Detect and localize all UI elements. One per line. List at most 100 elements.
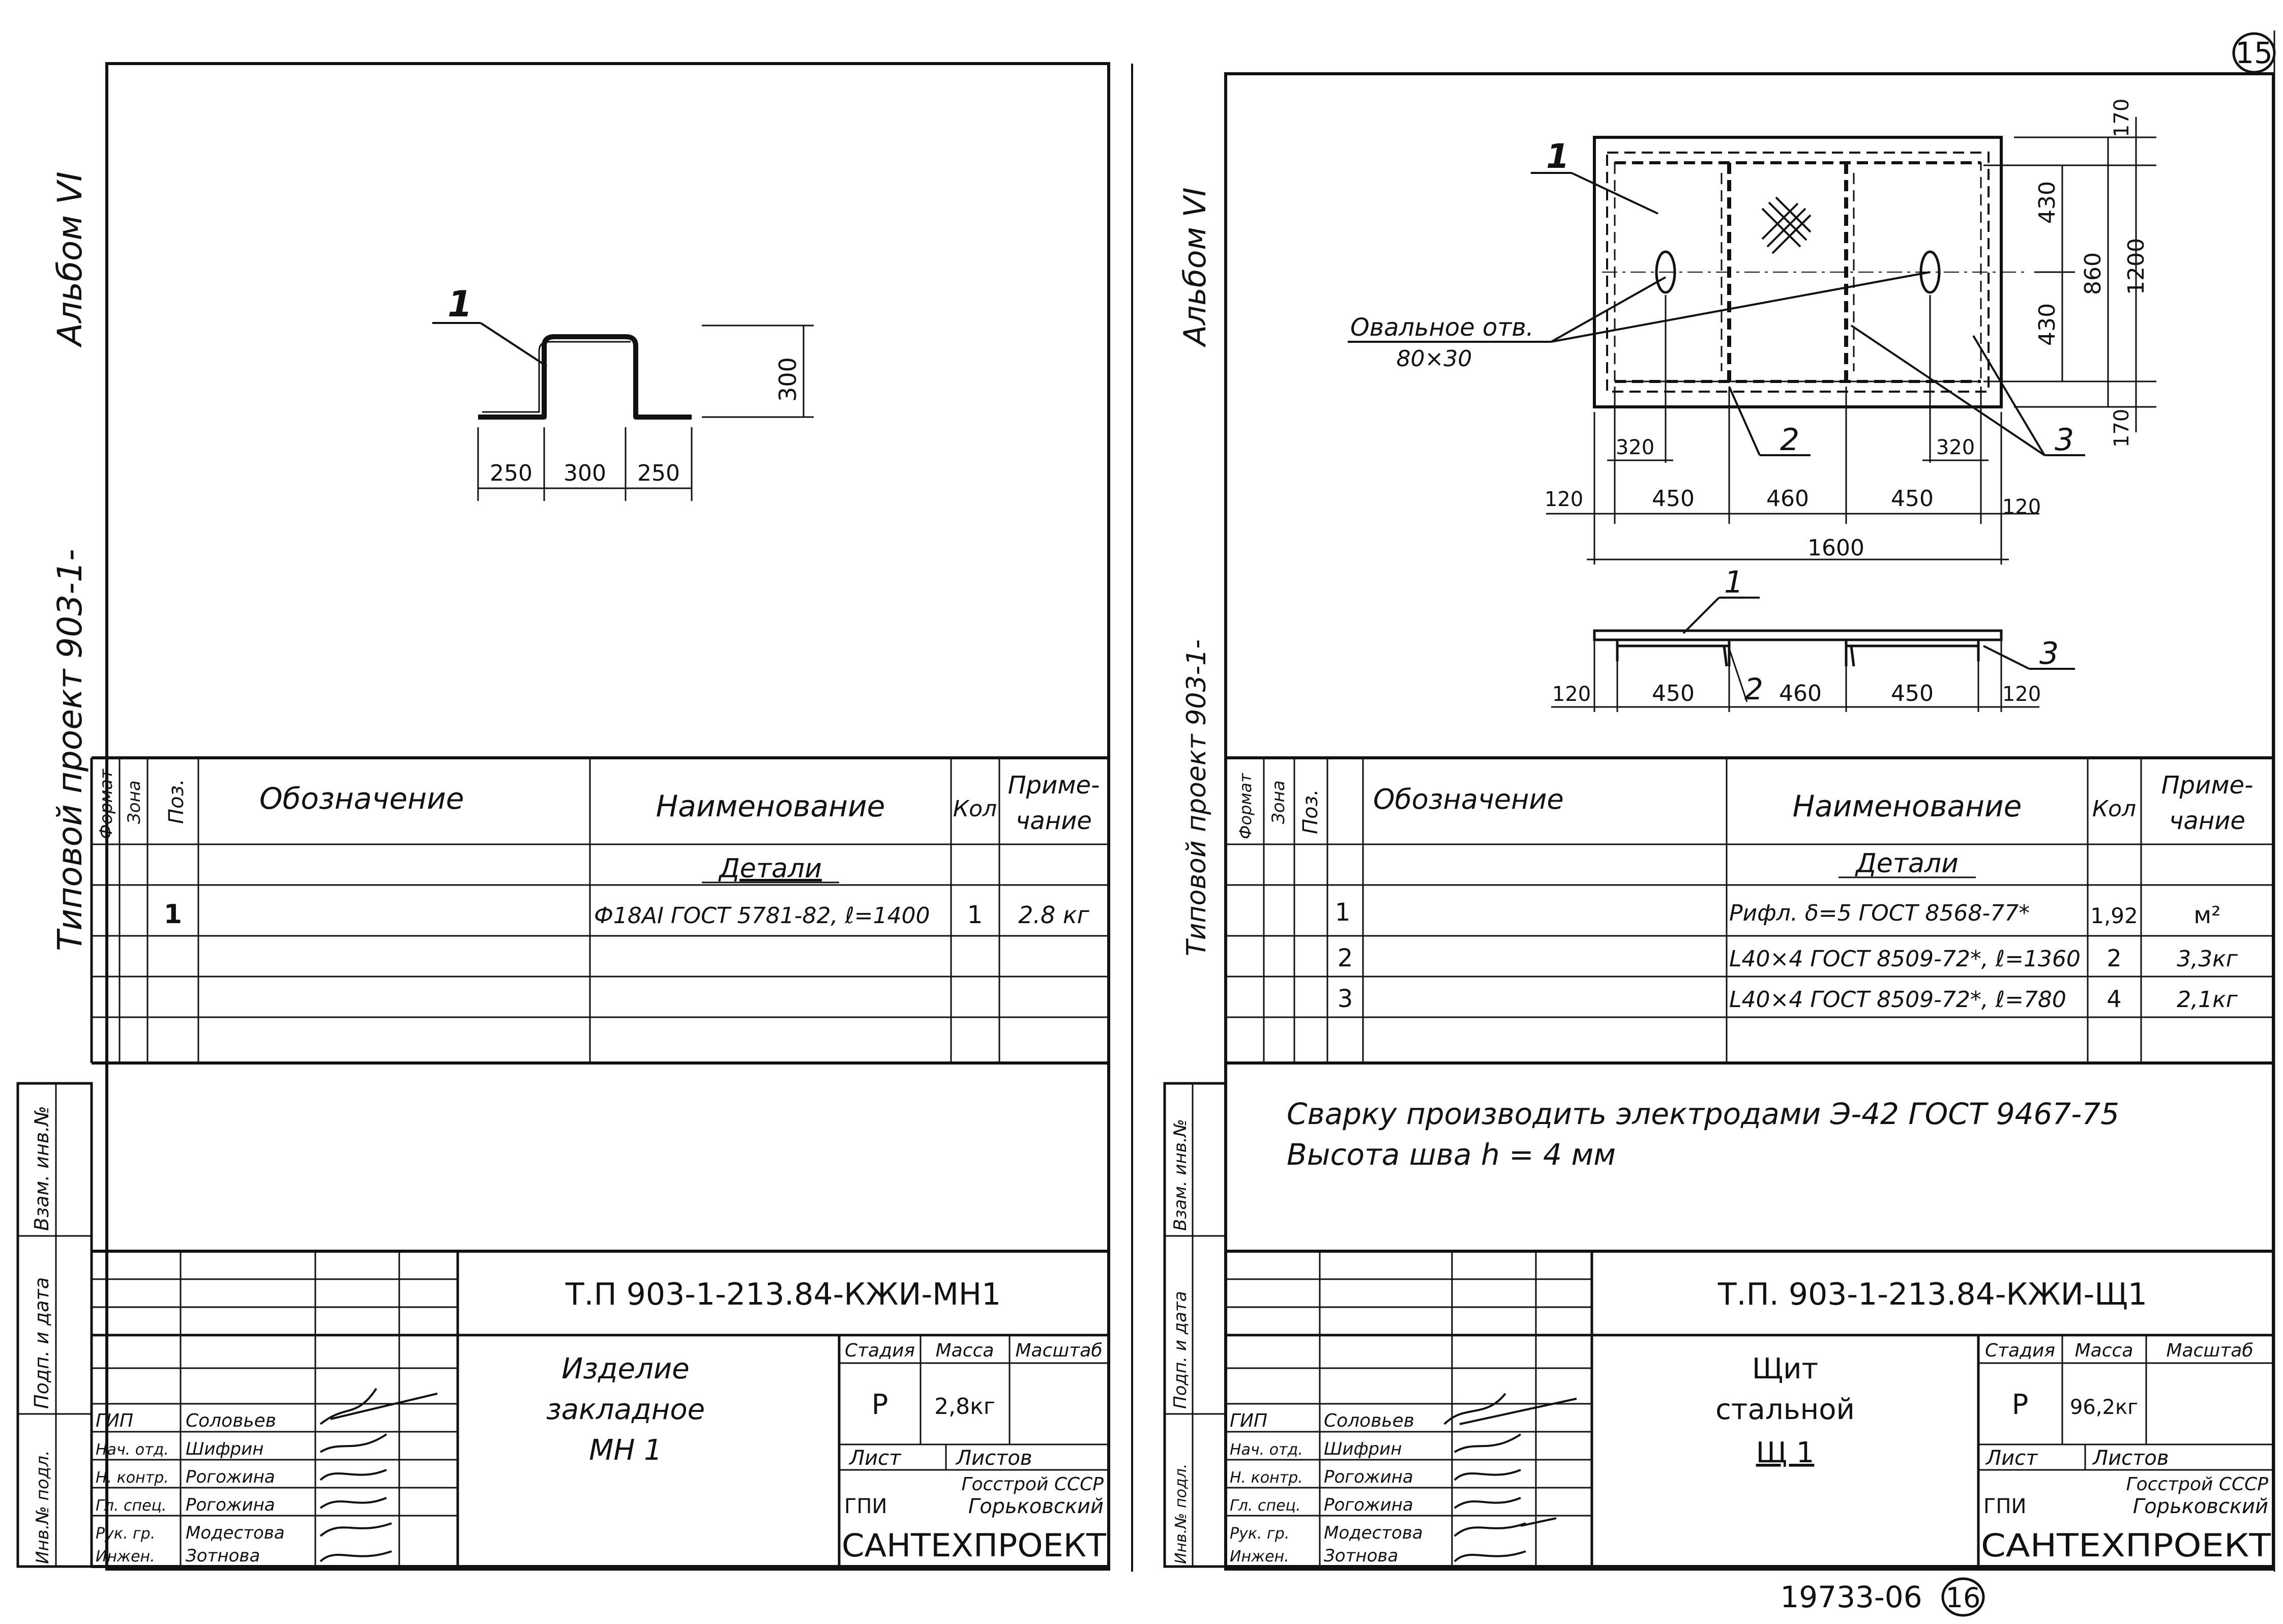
left-row1-note: 2.8 кг [1018, 901, 1090, 929]
right-name-5: Зотнова [1324, 1546, 1398, 1566]
right-sheet: Альбом VI Типовой проект 903-1- [1163, 72, 2275, 1617]
right-section-details: Детали [1855, 848, 1959, 879]
table-row: 3 L40×4 ГОСТ 8509-72*, ℓ=780 4 2,1кг [1338, 985, 2238, 1013]
sheet-number-top: 15 [2232, 32, 2276, 74]
left-role-2: Н. контр. [96, 1469, 169, 1487]
left-hdr-qty: Кол [953, 796, 997, 822]
left-album-label: Альбом VI [50, 171, 90, 348]
left-scale-label: Масштаб [1015, 1340, 1102, 1361]
right-dim-460: 460 [1766, 486, 1809, 512]
right-sec-leader-2: 2 [1744, 672, 1763, 706]
shield-hidden-frame [1606, 152, 1990, 393]
right-dim-860: 860 [2080, 252, 2106, 295]
right-name-1: Шифрин [1324, 1439, 1402, 1459]
right-stage-label: Стадия [1985, 1340, 2055, 1361]
right-leader-3: 3 [2055, 422, 2074, 458]
left-spec-table: Формат Зона Поз. Обозначение Наименовани… [90, 756, 1109, 1065]
right-dim-430-top: 430 [2034, 181, 2060, 224]
table-row: 1 Ф18АI ГОСТ 5781-82, ℓ=1400 1 2.8 кг [164, 899, 1090, 930]
right-signatures [1443, 1393, 1577, 1562]
right-sec-leader-3: 3 [2039, 636, 2059, 671]
left-row1-pos: 1 [164, 899, 182, 930]
left-row1-name: Ф18АI ГОСТ 5781-82, ℓ=1400 [594, 903, 930, 929]
left-stamp-vzam: Взам. инв.№ [31, 1106, 53, 1231]
right-sec-450-l: 450 [1652, 681, 1695, 706]
right-stamp-vzam: Взам. инв.№ [1170, 1119, 1191, 1231]
sheet-number-bottom: 16 [1941, 1577, 1985, 1617]
left-project-label: Типовой проект 903-1- [50, 549, 90, 951]
left-name-5: Зотнова [186, 1546, 260, 1566]
left-stage-label: Стадия [845, 1340, 915, 1361]
right-role-3: Гл. спец. [1230, 1497, 1300, 1515]
sheet-number-bottom-text: 16 [1946, 1582, 1981, 1614]
right-hdr-name: Наименование [1793, 789, 2022, 823]
left-title-block: Т.П 903-1-213.84-КЖИ-МН1 Изделие закладн… [92, 1250, 1109, 1568]
left-stamp-inv: Инв.№ подл. [33, 1450, 53, 1564]
right-hdr-designation: Обозначение [1373, 783, 1564, 815]
left-leader-line [480, 322, 548, 367]
right-org-1: Госстрой СССР [2126, 1474, 2269, 1495]
right-dim-1600: 1600 [1807, 535, 1864, 561]
left-doc-code: Т.П 903-1-213.84-КЖИ-МН1 [565, 1277, 1001, 1312]
left-mass: 2,8кг [934, 1394, 995, 1420]
left-org-1: Госстрой СССР [962, 1474, 1104, 1495]
section-plate [1593, 629, 2003, 641]
right-row3-pos: 3 [1338, 985, 1353, 1013]
left-hdr-note1: Приме- [1008, 771, 1100, 800]
right-row2-name: L40×4 ГОСТ 8509-72*, ℓ=1360 [1729, 946, 2081, 972]
right-stamp-inv: Инв.№ подл. [1172, 1464, 1190, 1564]
table-row: 2 L40×4 ГОСТ 8509-72*, ℓ=1360 2 3,3кг [1338, 944, 2238, 972]
left-role-3: Гл. спец. [96, 1497, 166, 1515]
right-item-name-2: стальной [1715, 1393, 1855, 1426]
left-hdr-zone: Зона [124, 780, 144, 824]
right-note-welding: Сварку производить электродами Э-42 ГОСТ… [1287, 1097, 2119, 1131]
right-item-name-3: Щ 1 [1756, 1436, 1815, 1469]
right-role-5: Инжен. [1230, 1548, 1289, 1566]
right-name-3: Рогожина [1324, 1495, 1413, 1515]
right-item-name-1: Щит [1752, 1352, 1818, 1385]
right-hdr-note2: чание [2169, 807, 2245, 835]
right-row1-note: м² [2193, 901, 2220, 929]
right-project-label: Типовой проект 903-1- [1181, 639, 1212, 956]
left-sheet: Альбом VI Типовой проект 903-1- 1 300 25… [16, 62, 1110, 1571]
right-stage: Р [2012, 1389, 2029, 1421]
right-sec-120-r: 120 [2002, 683, 2041, 706]
left-mass-label: Масса [936, 1340, 994, 1361]
left-sheets-label: Листов [955, 1446, 1032, 1470]
right-dim-120-l: 120 [1545, 488, 1583, 511]
left-stage: Р [872, 1389, 888, 1421]
right-frame [1224, 72, 2275, 1571]
left-side-stamp: Взам. инв.№ Подп. и дата Инв.№ подл. [16, 1082, 93, 1568]
left-sheet-label: Лист [848, 1446, 902, 1470]
right-sec-460: 460 [1779, 681, 1822, 706]
right-dim-450-l: 450 [1652, 486, 1695, 512]
right-row1-name: Рифл. δ=5 ГОСТ 8568-77* [1729, 900, 2030, 926]
left-stamp-podp: Подп. и дата [31, 1277, 53, 1409]
left-row1-qty: 1 [967, 901, 983, 929]
left-signatures [319, 1387, 438, 1562]
left-name-3: Рогожина [186, 1495, 275, 1515]
right-plan-drawing: 1 Овальное отв. 80×30 2 3 170 430 430 [1348, 99, 2156, 565]
right-leader-1: 1 [1546, 137, 1569, 176]
right-name-2: Рогожина [1324, 1467, 1413, 1487]
right-sec-leader-1: 1 [1724, 565, 1743, 600]
right-row1-qty: 1,92 [2090, 903, 2138, 928]
right-org-2: ГПИ [1983, 1495, 2026, 1518]
sheet-number-top-text: 15 [2235, 36, 2273, 70]
right-sheet-label: Лист [1985, 1446, 2038, 1470]
left-hdr-designation: Обозначение [259, 781, 464, 816]
right-sheets-label: Листов [2092, 1446, 2169, 1470]
right-name-0: Соловьев [1324, 1410, 1414, 1431]
left-hdr-name: Наименование [656, 789, 885, 823]
right-hdr-pos: Поз. [1299, 789, 1322, 834]
checker-plate-hatch [1761, 196, 1812, 254]
right-org-4: САНТЕХПРОЕКТ [1981, 1527, 2271, 1564]
right-row2-pos: 2 [1338, 944, 1353, 972]
left-item-name-1: Изделие [561, 1352, 689, 1385]
left-name-4: Модестова [186, 1523, 285, 1543]
right-dim-120-r: 120 [2002, 495, 2041, 519]
right-row3-note: 2,1кг [2177, 987, 2238, 1013]
left-frame [105, 62, 1110, 1571]
right-row2-note: 3,3кг [2177, 946, 2238, 972]
